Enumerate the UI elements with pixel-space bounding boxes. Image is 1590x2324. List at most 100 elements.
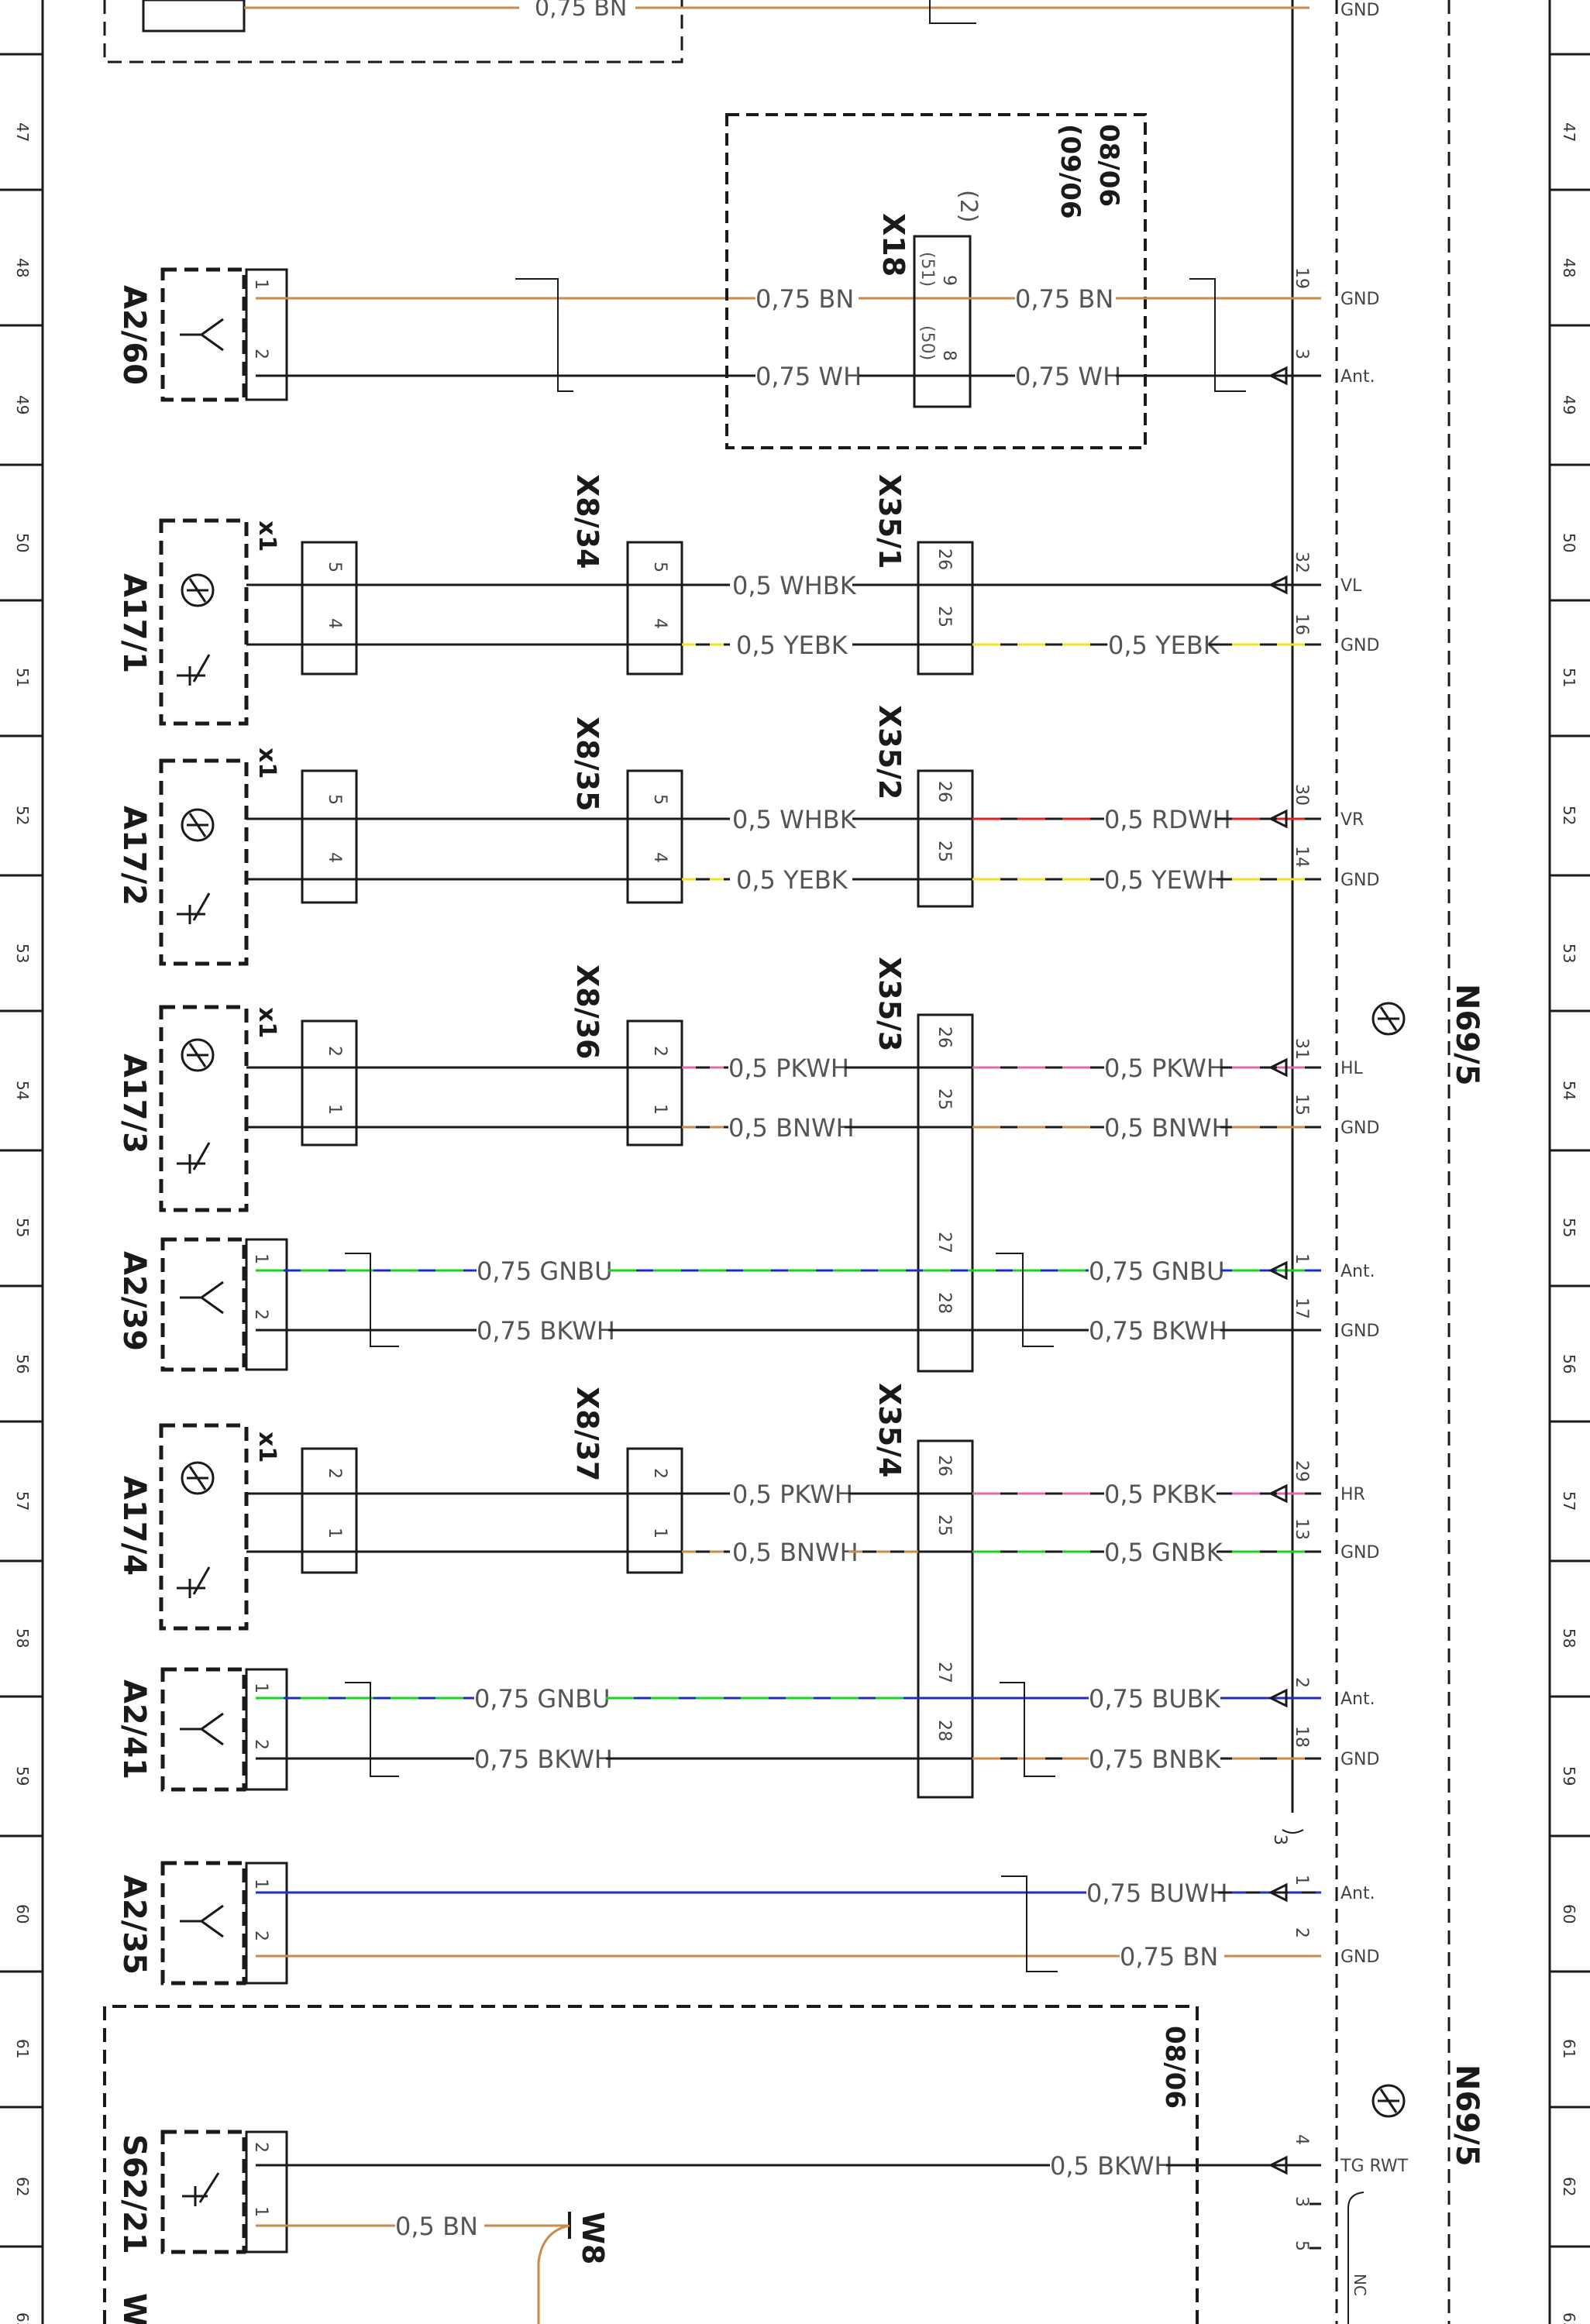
connector-label: x1	[253, 521, 280, 552]
pin-number: 15	[1292, 1094, 1311, 1116]
pin-signal: GND	[1340, 1750, 1379, 1769]
sensor-icon	[181, 1461, 215, 1495]
pin-signal: TG RWT	[1340, 2157, 1409, 2176]
ruler-number: 59	[13, 1766, 32, 1786]
pin-signal: VR	[1340, 810, 1364, 830]
pin-number: 8	[939, 350, 958, 361]
component-box	[160, 1667, 246, 1792]
pin-number: 3	[1292, 2196, 1311, 2207]
wire-label: 0,75 BN	[755, 284, 854, 314]
pin-number: 2	[650, 1046, 669, 1057]
component-box	[159, 518, 249, 726]
connector-label: X8/35	[570, 717, 604, 812]
cross-ref: (09/06	[1055, 124, 1086, 219]
pin-number: 2	[251, 1930, 270, 1941]
pin-signal: VL	[1340, 576, 1362, 596]
wire-label: 0,75 WH	[755, 362, 862, 391]
pin-number: 2	[251, 349, 270, 359]
pin-signal: GND	[1340, 1322, 1379, 1341]
cross-ref: 08/06	[1093, 124, 1124, 207]
wire-label: 0,5 PKBK	[1104, 1480, 1217, 1509]
wire-label: 0,75 BKWH	[474, 1745, 613, 1774]
transistor-icon	[1371, 2084, 1406, 2118]
component-box	[160, 1861, 246, 1985]
ruler-number: 53	[1560, 944, 1578, 963]
pin-number: 5	[1292, 2240, 1311, 2251]
wire-label: 0,5 YEBK	[736, 631, 848, 660]
pin-signal: HR	[1340, 1485, 1365, 1504]
module-name: N69/5	[1449, 984, 1485, 1086]
antenna-icon	[180, 318, 224, 352]
wire-label: 0,75 BNBK	[1089, 1745, 1221, 1774]
ruler-number: 62	[1560, 2177, 1578, 2196]
pin-number: 9	[939, 275, 958, 286]
wire-label: 0,5 YEBK	[1108, 631, 1220, 660]
pin-number: 30	[1292, 784, 1311, 806]
component-label: A17/1	[116, 573, 152, 673]
pin-number: 4	[650, 618, 669, 629]
pin-number: 2	[251, 1309, 270, 1320]
component-box	[159, 1005, 249, 1212]
ruler-number: 50	[13, 533, 32, 552]
module-shield-pin: 3	[1270, 1834, 1289, 1845]
pin-alt: (51)	[917, 252, 937, 287]
ruler-number: 49	[13, 395, 32, 414]
pin-number: 1	[251, 1683, 270, 1693]
wire-label: 0,5 GNBK	[1104, 1538, 1223, 1567]
wire-label: 0,75 BKWH	[1089, 1316, 1227, 1346]
section-a17-4: A17/4 x1 2 1 X8/37 2 1 X35/4 26 25 27 28…	[116, 1383, 1379, 1799]
ruler-number: 51	[13, 668, 32, 687]
section-a17-1: A17/1 x1 5 4 X8/34 5 4 X35/1 26 25 0,5 W…	[116, 474, 1379, 726]
top-partial-row: 0,75 BN GND	[103, 0, 1379, 64]
pin-number: 1	[1292, 1875, 1311, 1886]
wire-label: 0,5 BNWH	[728, 1113, 855, 1143]
ruler-number: 47	[13, 122, 32, 142]
ruler-number: 50	[1560, 533, 1578, 552]
pin-number: 5	[325, 794, 344, 805]
connector-label: X8/36	[570, 964, 604, 1060]
wire-label: 0,75 GNBU	[474, 1684, 611, 1714]
pin-signal: Ant.	[1340, 1690, 1375, 1709]
pin-number: 14	[1292, 846, 1311, 868]
module-name: N69/5	[1449, 2064, 1485, 2167]
section-a2-39: A2/39 1 2 0,75 GNBU 0,75 BKWH 0,75 GNBU …	[116, 1237, 1379, 1372]
wire-label: 0,5 BNWH	[732, 1538, 859, 1567]
sensor-icon	[181, 573, 215, 607]
section-a17-2: A17/2 x1 5 4 X8/35 5 4 X35/2 26 25 0,5 W…	[116, 705, 1379, 966]
ruler-number: 57	[1560, 1491, 1578, 1511]
antenna-icon	[180, 1712, 224, 1746]
component-box	[159, 758, 249, 966]
pin-number: 4	[1292, 2134, 1311, 2145]
pin-number: 2	[325, 1046, 344, 1057]
pin-number: 1	[251, 1253, 270, 1264]
transistor-icon	[1371, 1002, 1406, 1036]
pin-signal: GND	[1340, 1119, 1379, 1138]
sensor-icon	[181, 808, 215, 842]
ruler-number: 54	[1560, 1081, 1578, 1100]
pin-signal: GND	[1340, 1, 1379, 20]
pin-signal: GND	[1340, 1543, 1379, 1563]
left-ruler-numbers: 47 48 49 50 51 52 53 54 55 56 57 58 59 6…	[13, 122, 32, 2324]
connector-label: x1	[253, 748, 280, 779]
ruler-number: 54	[13, 1081, 32, 1100]
module-label-lower: N69/5	[1371, 2064, 1485, 2167]
ruler-number: 51	[1560, 668, 1578, 687]
pin-signal: GND	[1340, 1948, 1379, 1967]
pin-number: 1	[251, 279, 270, 290]
pin-number: 1	[251, 2206, 270, 2217]
ruler-number: 52	[13, 806, 32, 825]
wire-label: 0,75 BN	[535, 0, 627, 22]
wire-label: 0,75 BUWH	[1086, 1879, 1228, 1908]
wire-label: 0,5 PKWH	[1104, 1054, 1225, 1083]
wire-label: 0,5 WHBK	[732, 805, 857, 834]
ruler-number: 48	[13, 258, 32, 277]
component-label: S62/21	[116, 2134, 152, 2254]
right-ruler-numbers: 47 48 49 50 51 52 53 54 55 56 57 58 59 6…	[1560, 122, 1578, 2324]
pin-number: 4	[325, 618, 344, 629]
pin-number: 26	[934, 1455, 954, 1477]
antenna-icon	[180, 1281, 224, 1315]
component-label: A2/41	[116, 1679, 152, 1779]
connector-label: W8	[576, 2212, 610, 2264]
pin-number: 4	[650, 852, 669, 863]
